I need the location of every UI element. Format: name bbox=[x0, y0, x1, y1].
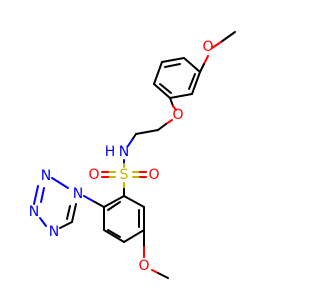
bond-ring1-a bbox=[183, 57, 201, 73]
bond-tz-c-n1-dbl bbox=[66, 205, 71, 220]
bond-o-ring-top-c bbox=[199, 63, 205, 73]
atom-n-amide: N bbox=[119, 144, 129, 160]
bond-ring1-inner-2 bbox=[159, 83, 172, 94]
atom-labels: O O N H S O O O N N N N bbox=[29, 39, 214, 274]
atom-o-sulfonyl-right: O bbox=[148, 167, 159, 183]
bond-ring1-inner-1 bbox=[164, 63, 181, 68]
bond-ring2-tetrazole-n bbox=[83, 195, 94, 202]
bond-ring1-e bbox=[169, 93, 193, 99]
atom-o-ether: O bbox=[172, 107, 183, 123]
bond-ring2-inner-3 bbox=[107, 201, 121, 211]
bond-ring2-tetrazole bbox=[92, 200, 105, 208]
bonds bbox=[33, 31, 236, 279]
bond-ch2-ch2 bbox=[135, 129, 159, 135]
bond-ring1-f bbox=[191, 71, 201, 95]
bond-ring1-ether bbox=[169, 97, 174, 107]
bond-tz-n3-n4 bbox=[39, 217, 47, 227]
bond-ring1-ether-o bbox=[172, 105, 177, 111]
bond-ring2-inner-2 bbox=[107, 229, 121, 238]
bond-o-methyl-bottom bbox=[151, 269, 159, 274]
bond-tz-n1-n2 bbox=[51, 177, 69, 189]
bond-ether-ch2 bbox=[165, 119, 173, 125]
bond-o-ring-top bbox=[203, 55, 209, 65]
chemical-structure: O O N H S O O O N N N N bbox=[29, 31, 236, 279]
atom-n-tetrazole-1: N bbox=[73, 186, 83, 202]
bond-tz-n2-n3-dbl bbox=[40, 187, 45, 203]
atom-o-methoxy-top: O bbox=[202, 39, 213, 55]
atom-n-tetrazole-2: N bbox=[41, 168, 51, 184]
bond-tz-n2-n3 bbox=[33, 185, 39, 205]
atom-n-tetrazole-4: N bbox=[49, 224, 59, 240]
bond-tz-c-n1 bbox=[71, 203, 77, 223]
bond-ring1-c bbox=[153, 61, 163, 85]
atom-h-amide: H bbox=[105, 144, 116, 160]
bond-ch2-n bbox=[131, 133, 137, 141]
atom-s-sulfonyl: S bbox=[120, 167, 129, 183]
bond-ring2-d bbox=[103, 229, 125, 243]
bond-ring1-b bbox=[161, 57, 185, 63]
atom-o-methoxy-bottom: O bbox=[138, 258, 149, 274]
bond-ring2-c bbox=[123, 229, 145, 243]
bond-ring2-f bbox=[103, 195, 125, 208]
atom-o-sulfonyl-left: O bbox=[88, 167, 99, 183]
bond-ch2-n-n bbox=[127, 139, 133, 147]
bond-tz-n4-c bbox=[59, 221, 73, 229]
bond-ether-ch2-c bbox=[157, 123, 167, 131]
bond-ring2-a bbox=[123, 195, 145, 208]
bond-methyl-top bbox=[220, 31, 236, 43]
bond-o-methyl-bottom-c bbox=[157, 272, 169, 279]
bond-methyl-top-o bbox=[211, 41, 222, 49]
atom-n-tetrazole-3: N bbox=[29, 204, 39, 220]
bond-ring1-inner-3 bbox=[188, 73, 196, 90]
bond-ring1-d bbox=[153, 83, 171, 99]
